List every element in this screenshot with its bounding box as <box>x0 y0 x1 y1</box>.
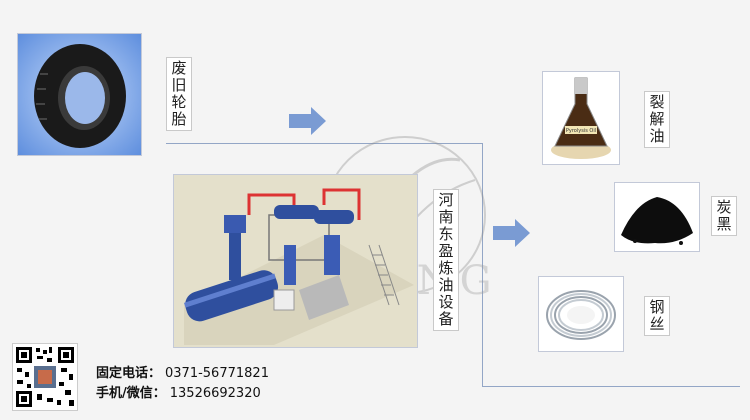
tire-image-frame <box>17 33 142 156</box>
plant-label: 河南东盈炼油设备 <box>433 189 459 331</box>
tire-label: 废旧轮胎 <box>166 57 192 131</box>
carbon-black-icon <box>621 197 693 245</box>
tire-icon <box>18 34 141 155</box>
phone-value: 0371-56771821 <box>165 366 269 381</box>
connector-top-line <box>166 143 483 144</box>
flask-label-text: Pyrolysis Oil <box>566 128 596 134</box>
steel-image-frame <box>538 276 624 352</box>
mobile-label: 手机/微信： <box>96 386 166 401</box>
pyrolysis-plant-icon <box>174 175 417 347</box>
mobile-value: 13526692320 <box>169 386 261 401</box>
steel-label: 钢丝 <box>644 296 670 336</box>
connector-bottom-line <box>482 386 740 387</box>
arrow-to-outputs-icon <box>493 219 531 251</box>
connector-vertical-line <box>482 143 483 387</box>
phone-label: 固定电话： <box>96 366 162 381</box>
carbon-image-frame <box>614 182 700 252</box>
phone-row: 固定电话：0371-56771821 <box>96 362 269 381</box>
oil-flask-icon: Pyrolysis Oil <box>551 77 611 159</box>
qr-code-frame <box>12 343 78 411</box>
carbon-label: 炭黑 <box>711 196 737 236</box>
oil-image-frame: Pyrolysis Oil <box>542 71 620 165</box>
arrow-to-plant-icon <box>289 107 327 139</box>
steel-wire-icon <box>546 290 616 340</box>
oil-label: 裂解油 <box>644 91 670 148</box>
mobile-row: 手机/微信：13526692320 <box>96 382 261 401</box>
qr-code-icon <box>13 344 77 410</box>
plant-image-frame <box>173 174 418 348</box>
